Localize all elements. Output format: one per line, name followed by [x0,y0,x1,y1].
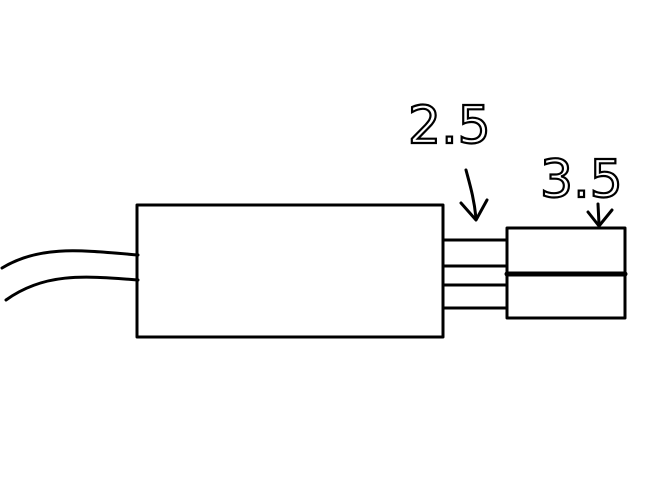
cable-wire-top [0,249,140,270]
arrow-2-5-head [459,198,489,222]
arrow-3-5-head [586,208,614,228]
adapter-body [135,203,445,339]
arrow-3-5-shaft [596,202,601,226]
label-3-5: 3.5 [540,150,623,210]
label-2-5: 2.5 [408,96,491,156]
arrow-2-5-shaft [464,168,478,220]
large-plug [504,226,628,320]
small-connector [441,238,509,310]
cable-wire-bottom [4,275,140,302]
